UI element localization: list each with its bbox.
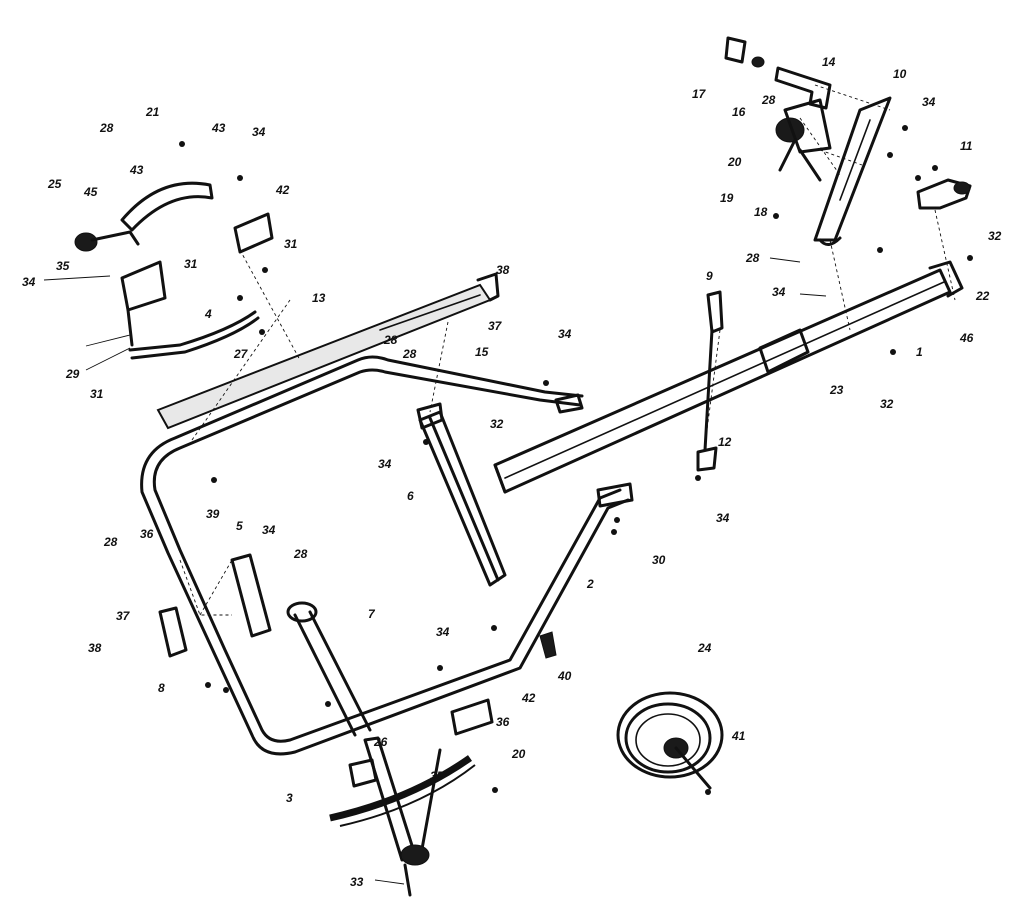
wheel [616, 691, 724, 790]
callout-39: 39 [206, 507, 220, 521]
callout-3: 3 [286, 791, 293, 805]
callout-41: 41 [731, 729, 746, 743]
axle-tube [286, 601, 372, 737]
callout-14: 14 [822, 55, 836, 69]
bracket-29 [120, 260, 167, 347]
clip-40 [539, 631, 557, 659]
latch-11 [916, 178, 972, 210]
callout-34g: 34 [436, 625, 450, 639]
callout-6: 6 [407, 489, 414, 503]
callout-31a: 31 [184, 257, 198, 271]
callout-37b: 37 [116, 609, 131, 623]
callout-5: 5 [236, 519, 243, 533]
handle-bar [813, 96, 892, 246]
rod-4 [128, 310, 260, 360]
callout-27: 27 [233, 347, 249, 361]
callout-16: 16 [732, 105, 746, 119]
callout-36b: 36 [496, 715, 510, 729]
callout-38b: 38 [88, 641, 102, 655]
callout-28b: 28 [761, 93, 776, 107]
callout-32b: 32 [880, 397, 894, 411]
callout-22: 22 [975, 289, 990, 303]
leader-lines [43, 84, 956, 885]
callout-10: 10 [893, 67, 907, 81]
callout-9: 9 [706, 269, 713, 283]
callout-34e: 34 [716, 511, 730, 525]
plate-5 [230, 553, 272, 638]
shield-21 [120, 181, 214, 232]
callout-25: 25 [47, 177, 62, 191]
callout-28c: 28 [745, 251, 760, 265]
callout-28e: 28 [402, 347, 417, 361]
callout-31b: 31 [284, 237, 298, 251]
bracket-42-lower [450, 698, 494, 736]
callout-30: 30 [652, 553, 666, 567]
spring-coil-upper [775, 98, 832, 182]
hardware [179, 125, 973, 795]
bracket-14 [774, 66, 832, 110]
hood-bar [156, 272, 500, 430]
leaf-spring [329, 755, 476, 827]
callout-15: 15 [475, 345, 489, 359]
callout-42b: 42 [521, 691, 536, 705]
callout-31c: 31 [90, 387, 104, 401]
link-9-12 [696, 290, 724, 472]
callout-34d: 34 [378, 457, 392, 471]
knob-25 [74, 230, 140, 252]
bracket-42-upper [233, 212, 274, 254]
callout-33: 33 [350, 875, 364, 889]
callout-8: 8 [158, 681, 165, 695]
callout-12: 12 [718, 435, 732, 449]
callout-45: 45 [83, 185, 98, 199]
callout-32c: 32 [490, 417, 504, 431]
callout-28d: 28 [383, 333, 398, 347]
callout-23: 23 [829, 383, 844, 397]
callout-34c: 34 [558, 327, 572, 341]
callout-43a: 43 [211, 121, 226, 135]
callout-46: 46 [959, 331, 974, 345]
callout-40: 40 [557, 669, 572, 683]
callout-18: 18 [754, 205, 768, 219]
callout-37a: 37 [488, 319, 503, 333]
callout-35a: 35 [56, 259, 70, 273]
callout-28f: 28 [103, 535, 118, 549]
callout-43b: 43 [129, 163, 144, 177]
callout-20b: 20 [511, 747, 526, 761]
callout-29: 29 [65, 367, 80, 381]
callout-11: 11 [960, 139, 973, 153]
callout-21: 21 [145, 105, 160, 119]
callout-34f: 34 [262, 523, 276, 537]
callout-4: 4 [204, 307, 212, 321]
callout-34b: 34 [22, 275, 36, 289]
handle-tube [493, 260, 964, 494]
callout-34a: 34 [252, 125, 266, 139]
caster-fork [348, 736, 442, 897]
upright-brace [416, 402, 507, 587]
callout-1: 1 [916, 345, 923, 359]
callout-34h: 34 [772, 285, 786, 299]
callout-13: 13 [312, 291, 326, 305]
main-frame [140, 355, 634, 756]
callout-42a: 42 [275, 183, 290, 197]
plate-8 [158, 606, 188, 658]
callout-24: 24 [697, 641, 712, 655]
clip-17 [724, 36, 765, 68]
callout-35b: 35 [430, 769, 444, 783]
callout-7: 7 [368, 607, 376, 621]
callout-36a: 36 [140, 527, 154, 541]
callout-28g: 28 [293, 547, 308, 561]
callout-19: 19 [720, 191, 734, 205]
callout-20a: 20 [727, 155, 742, 169]
callout-17: 17 [692, 87, 707, 101]
callout-38a: 38 [496, 263, 510, 277]
callout-34i: 34 [922, 95, 936, 109]
callout-32a: 32 [988, 229, 1002, 243]
callouts: 1 2 3 4 5 6 7 8 9 10 11 12 13 14 15 16 1… [22, 55, 1002, 889]
callout-2: 2 [586, 577, 594, 591]
callout-26: 26 [373, 735, 388, 749]
callout-28a: 28 [99, 121, 114, 135]
